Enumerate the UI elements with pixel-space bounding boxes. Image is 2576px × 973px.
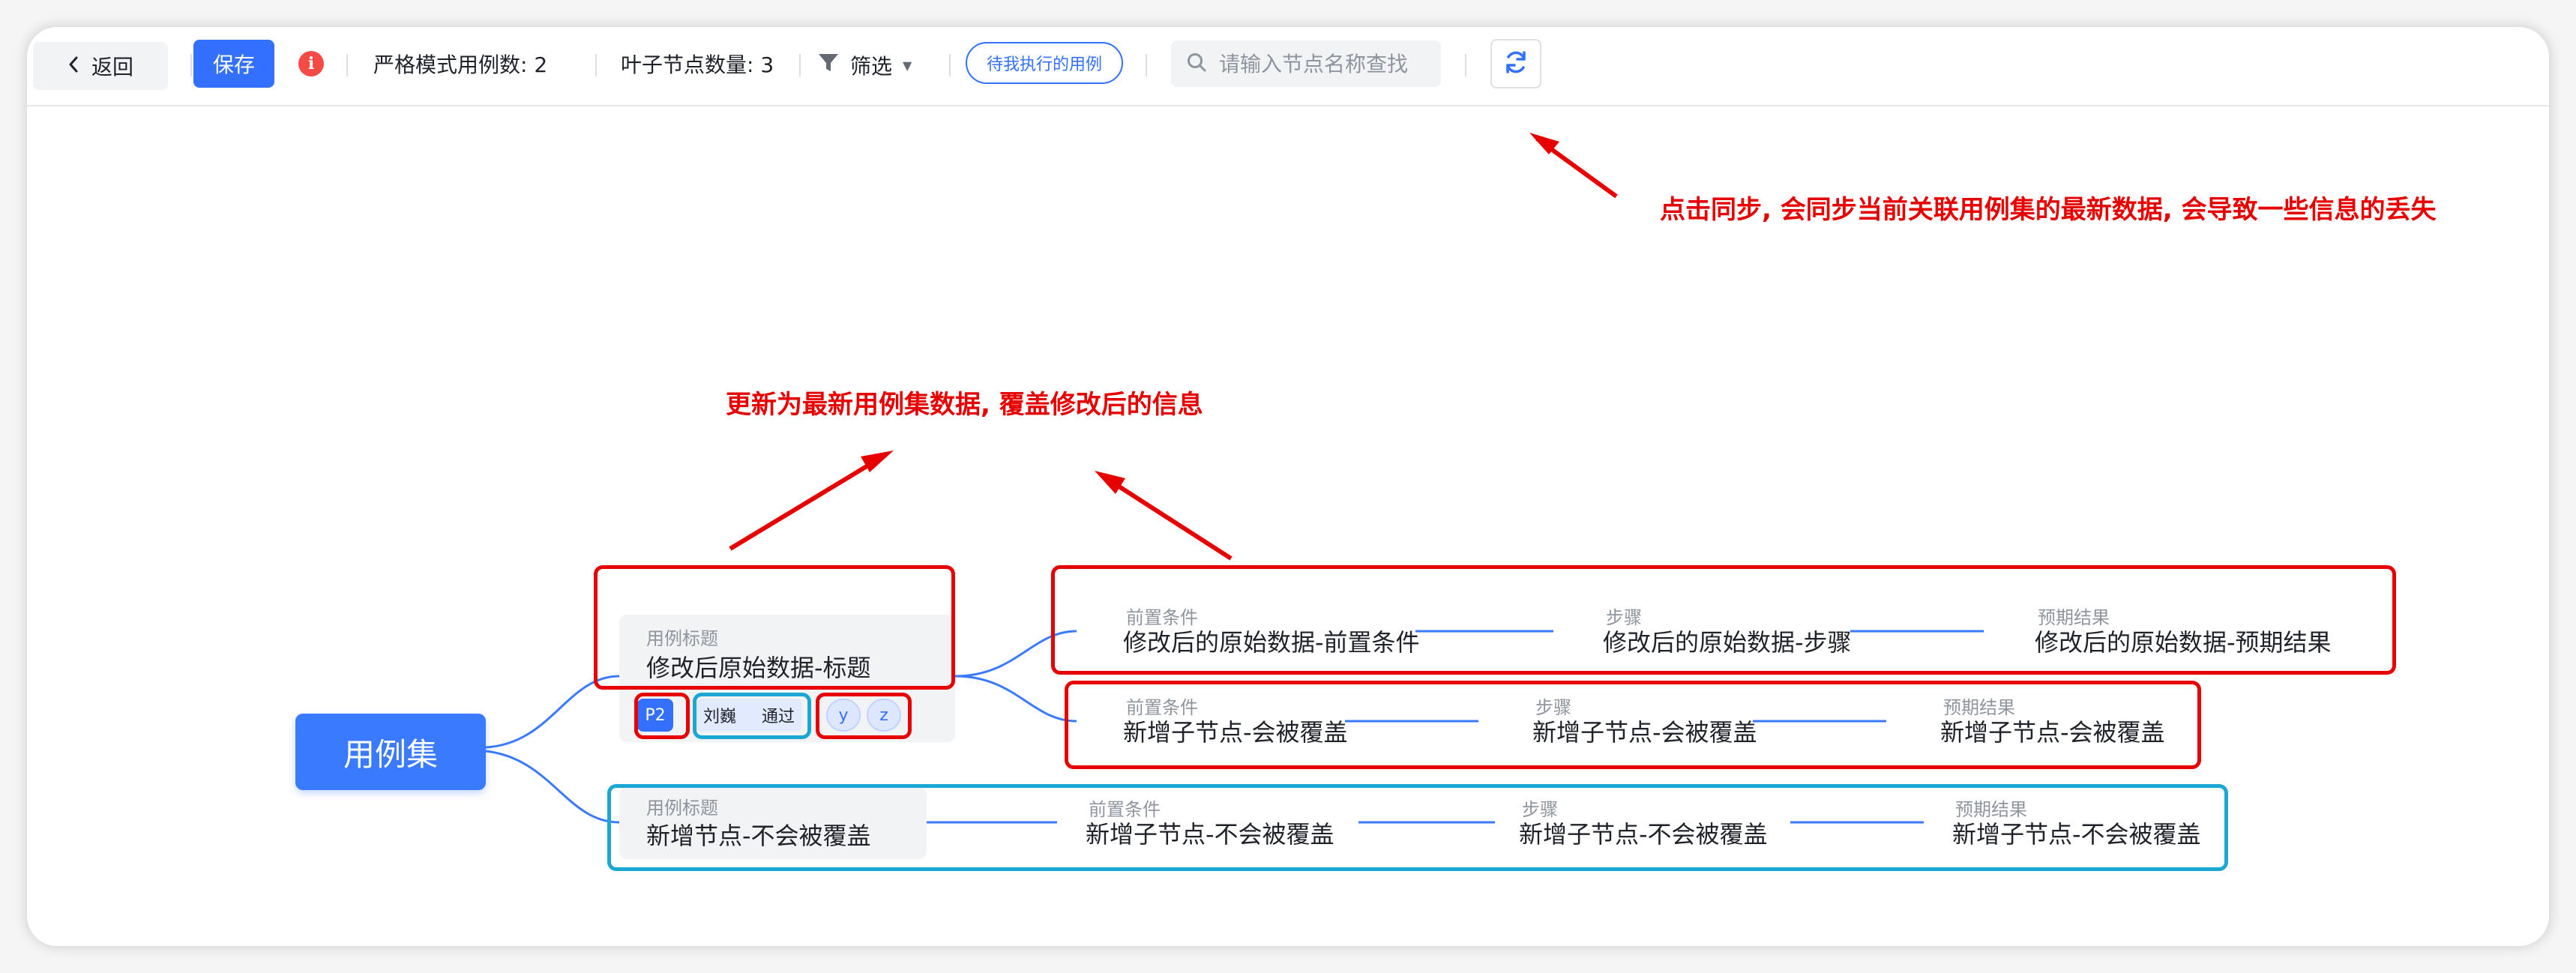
step-node[interactable]: 新增子节点-会被覆盖 <box>1532 718 1757 747</box>
annotation-arrow-update-left-head <box>861 451 894 472</box>
divider <box>346 54 348 76</box>
highlight-priority <box>634 693 690 739</box>
precondition-node[interactable]: 修改后的原始数据-前置条件 <box>1123 628 1420 657</box>
app-window: 返回 保存 i 严格模式用例数: 2 叶子节点数量: 3 筛选 ▼ 待我执行的用… <box>27 27 2549 946</box>
search-input[interactable] <box>1219 51 1436 76</box>
case-title-label: 用例标题 <box>646 798 718 819</box>
precondition-node[interactable]: 新增子节点-会被覆盖 <box>1123 718 1348 747</box>
mindmap-canvas[interactable]: 点击同步, 会同步当前关联用例集的最新数据, 会导致一些信息的丢失 更新为最新用… <box>27 106 2549 946</box>
step-node[interactable]: 修改后的原始数据-步骤 <box>1603 628 1852 657</box>
back-button[interactable]: 返回 <box>33 42 168 90</box>
step-node[interactable]: 新增子节点-不会被覆盖 <box>1519 820 1768 849</box>
filter-dropdown[interactable]: 筛选 ▼ <box>817 46 912 84</box>
case-title: 修改后原始数据-标题 <box>646 654 871 682</box>
caret-down-icon: ▼ <box>903 58 912 73</box>
connector-root-case1 <box>485 675 620 749</box>
expected-label: 预期结果 <box>2038 607 2110 628</box>
divider <box>595 54 597 76</box>
save-button[interactable]: 保存 <box>193 40 274 88</box>
precondition-label: 前置条件 <box>1126 607 1198 628</box>
precondition-node[interactable]: 新增子节点-不会被覆盖 <box>1086 820 1334 849</box>
executor-result-tag[interactable]: 刘巍 通过 <box>696 699 802 732</box>
keyword-tag[interactable]: z <box>867 699 901 732</box>
highlight-executor <box>693 693 811 739</box>
root-node[interactable]: 用例集 <box>295 714 486 790</box>
leaf-node-count: 叶子节点数量: 3 <box>621 52 774 77</box>
sync-annotation: 点击同步, 会同步当前关联用例集的最新数据, 会导致一些信息的丢失 <box>1660 195 2437 225</box>
branch-2-row: 前置条件 新增子节点-会被覆盖 步骤 新增子节点-会被覆盖 预期结果 新增子节点… <box>1077 684 2201 751</box>
precondition-label: 前置条件 <box>1089 799 1161 820</box>
toolbar: 返回 保存 i 严格模式用例数: 2 叶子节点数量: 3 筛选 ▼ 待我执行的用… <box>27 27 2549 106</box>
highlight-keywords <box>816 693 912 739</box>
annotation-arrow-sync-head <box>1529 133 1559 154</box>
step-label: 步骤 <box>1535 697 1571 718</box>
precondition-label: 前置条件 <box>1126 697 1198 718</box>
annotation-arrow-update-left <box>729 455 883 551</box>
expected-label: 预期结果 <box>1955 799 2027 820</box>
node-search[interactable] <box>1171 40 1441 87</box>
update-annotation: 更新为最新用例集数据, 覆盖修改后的信息 <box>726 390 1203 420</box>
info-icon[interactable]: i <box>298 51 324 76</box>
priority-tag[interactable]: P2 <box>637 699 673 732</box>
sync-button[interactable] <box>1490 39 1541 88</box>
step-label: 步骤 <box>1606 607 1642 628</box>
case-title-label: 用例标题 <box>646 628 718 649</box>
divider <box>949 54 951 76</box>
filter-icon <box>817 52 840 79</box>
executor-name: 刘巍 <box>703 708 737 726</box>
chevron-left-icon <box>67 54 79 79</box>
sync-icon <box>1502 49 1529 79</box>
case-node-2[interactable]: 用例标题 新增节点-不会被覆盖 <box>619 787 927 859</box>
divider <box>190 54 192 76</box>
annotation-arrow-update-right-head <box>1095 471 1125 494</box>
connector-root-case2 <box>485 750 620 824</box>
back-label: 返回 <box>91 55 133 79</box>
case-2-row: 前置条件 新增子节点-不会被覆盖 步骤 新增子节点-不会被覆盖 预期结果 新增子… <box>1077 786 2276 853</box>
highlight-new-case <box>607 784 2228 871</box>
case-title: 新增节点-不会被覆盖 <box>646 822 871 850</box>
filter-label: 筛选 <box>850 54 893 79</box>
result-status: 通过 <box>761 708 795 726</box>
expected-node[interactable]: 新增子节点-不会被覆盖 <box>1952 820 2201 849</box>
divider <box>1146 54 1147 76</box>
divider <box>799 54 801 76</box>
highlight-branch-1 <box>1051 565 2396 675</box>
connector-case1-branch2 <box>954 675 1077 723</box>
pending-cases-button[interactable]: 待我执行的用例 <box>966 42 1123 84</box>
highlight-branch-2 <box>1065 681 2201 769</box>
case-node-1[interactable]: 用例标题 修改后原始数据-标题 P2 刘巍 通过 y z <box>619 615 955 742</box>
keyword-tag[interactable]: y <box>826 699 861 732</box>
search-icon <box>1186 52 1207 76</box>
connector-layer <box>485 133 1984 824</box>
expected-node[interactable]: 新增子节点-会被覆盖 <box>1940 718 2165 747</box>
step-label: 步骤 <box>1522 799 1558 820</box>
annotation-arrow-update-right <box>1104 475 1233 561</box>
strict-mode-count: 严格模式用例数: 2 <box>373 52 548 77</box>
branch-1-row: 前置条件 修改后的原始数据-前置条件 步骤 修改后的原始数据-步骤 预期结果 修… <box>1077 594 2389 661</box>
expected-label: 预期结果 <box>1943 697 2015 718</box>
expected-node[interactable]: 修改后的原始数据-预期结果 <box>2035 628 2332 657</box>
highlight-case-title <box>594 565 955 690</box>
divider <box>1465 54 1466 76</box>
connector-case1-branch1 <box>954 630 1077 678</box>
